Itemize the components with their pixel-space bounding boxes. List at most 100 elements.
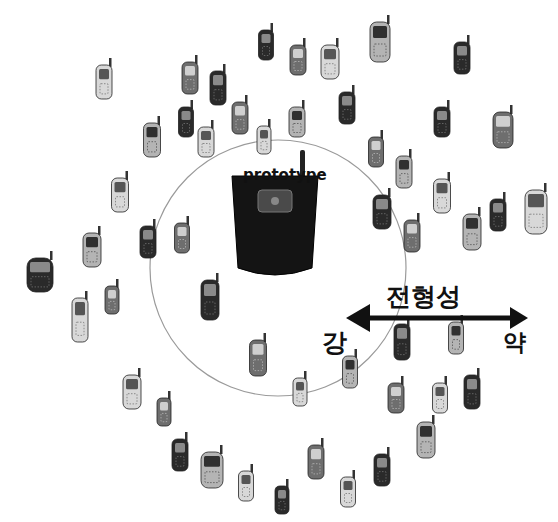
phone-icon (374, 447, 390, 486)
phone-keypad (392, 400, 400, 409)
phone-keypad (186, 80, 194, 90)
phone-screen (377, 458, 387, 468)
phone-screen (185, 66, 195, 76)
phone-keypad (378, 472, 386, 482)
phone-body (275, 486, 289, 514)
phone-body (198, 127, 214, 157)
phone-keypad (421, 442, 431, 453)
phone-screen (99, 69, 109, 79)
phone-screen (493, 203, 503, 213)
phone-icon (123, 368, 141, 409)
phone-body (105, 286, 119, 314)
phone-screen (126, 379, 138, 389)
phone-icon (72, 291, 88, 342)
phone-keypad (297, 393, 303, 401)
phone-screen (399, 160, 409, 170)
phone-icon (201, 445, 223, 488)
phone-body (27, 258, 53, 292)
phone-body (112, 178, 129, 212)
phone-icon (341, 470, 356, 507)
phone-icon (373, 188, 391, 229)
phone-body (179, 107, 194, 137)
phone-keypad (202, 144, 210, 153)
phone-icon (493, 105, 513, 148)
phone-icon (369, 130, 384, 167)
phone-icon (259, 23, 274, 60)
phone-icon (290, 38, 306, 75)
phone-screen (178, 227, 187, 236)
phone-body (232, 102, 248, 134)
phone-body (144, 123, 161, 157)
phone-keypad (279, 501, 285, 509)
phone-body (201, 280, 219, 320)
phone-icon (289, 100, 305, 137)
phone-body (464, 375, 480, 409)
phone-body (341, 477, 356, 507)
phone-keypad (76, 322, 84, 335)
phone-keypad (374, 44, 386, 56)
phone-icon (27, 251, 53, 292)
phone-body (433, 383, 448, 413)
phone-keypad (148, 142, 157, 152)
phone-screen (242, 475, 251, 484)
phone-keypad (161, 413, 167, 421)
phone-keypad (343, 110, 351, 120)
phone-keypad (400, 174, 408, 184)
phone-keypad (345, 494, 352, 503)
phone-body (83, 233, 101, 267)
phone-icon (257, 119, 271, 154)
phone-icon (308, 438, 324, 479)
phone-body (175, 223, 190, 253)
phone-keypad (468, 394, 476, 404)
phone-screen (86, 237, 98, 247)
phone-body (434, 179, 451, 213)
phone-body (374, 454, 390, 486)
phone-screen (235, 106, 245, 116)
phone-screen (175, 443, 185, 453)
phone-body (201, 452, 223, 488)
phone-screen (213, 75, 223, 85)
axis-end-label: 강 (322, 326, 347, 359)
phone-screen (311, 449, 321, 459)
phone-icon (434, 172, 451, 213)
phone-screen (391, 387, 401, 396)
phone-keypad (408, 238, 416, 248)
phone-keypad (453, 340, 460, 350)
phone-body (293, 378, 307, 406)
phone-body (493, 112, 513, 148)
phone-keypad (254, 360, 263, 371)
phone-screen (467, 379, 477, 389)
phone-icon (434, 100, 450, 137)
phone-body (463, 214, 481, 250)
phone-body (123, 375, 141, 409)
phone-icon (198, 120, 214, 157)
phone-screen (143, 230, 153, 240)
phone-icon (175, 216, 190, 253)
phone-body (172, 439, 188, 471)
phone-screen (253, 344, 264, 355)
phone-body (404, 220, 420, 252)
typicality-circle (150, 140, 406, 396)
phone-icon (157, 391, 171, 426)
phone-keypad (179, 240, 186, 249)
phone-icon (433, 376, 448, 413)
phone-icon (396, 149, 412, 188)
phone-keypad (467, 234, 477, 245)
phone-antenna (387, 15, 390, 24)
phone-body (140, 226, 156, 258)
phone-keypad (116, 197, 125, 207)
phone-keypad (529, 214, 543, 227)
phone-body (388, 383, 404, 413)
phone-screen (407, 224, 417, 234)
phone-emblem (271, 197, 279, 205)
phone-keypad (312, 464, 320, 474)
phone-screen (296, 382, 304, 390)
phone-icon (179, 100, 194, 137)
prototype-label: prototype (243, 166, 327, 184)
phone-body (289, 107, 305, 137)
phone-keypad (236, 120, 244, 130)
phone-screen (372, 141, 381, 150)
phone-body (396, 156, 412, 188)
